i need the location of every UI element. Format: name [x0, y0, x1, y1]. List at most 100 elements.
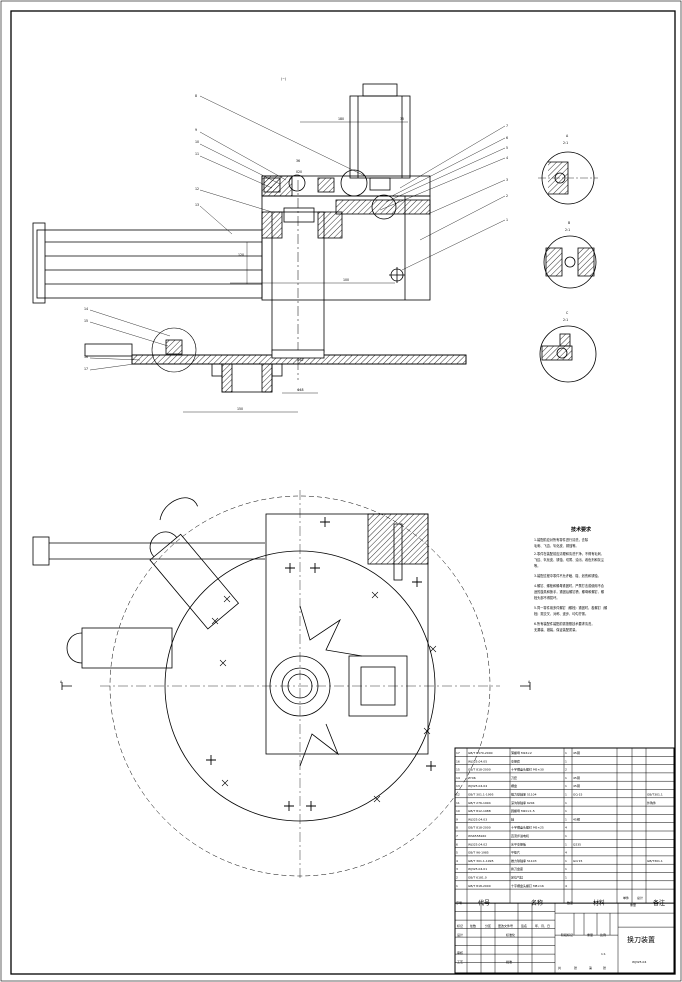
bom-cell: GB/T301.1	[647, 859, 663, 863]
inner-border	[10, 10, 676, 975]
bom-cell: WJ325.04.04	[468, 784, 487, 788]
bom-cell: 1	[565, 759, 567, 763]
bom-cell: WJ325.04.02	[468, 842, 487, 846]
balloon-6: 6	[506, 136, 508, 140]
detail-c-scale: 2:1	[563, 318, 568, 322]
tb-zone: 分区	[485, 923, 491, 928]
bom-cell: ZY06	[468, 776, 476, 780]
gripper-1	[149, 531, 240, 630]
tb-mass: 重量	[587, 932, 593, 937]
balloon-8: 8	[195, 94, 197, 98]
bom-cell: GB/T 301.1-1995	[468, 859, 494, 863]
section-arrow-left: A	[60, 680, 63, 684]
tb-stage-mark: 阶段标记	[561, 932, 573, 937]
tech-req-line: 毛刺、飞边、氧化皮、锈蚀等。	[534, 543, 579, 548]
detail-b-label: B	[568, 221, 570, 225]
bom-cell: 薄螺母 M16×2	[511, 750, 532, 755]
bom-header-unit: 单件	[623, 895, 629, 900]
bom-cell: 1	[565, 876, 567, 880]
bom-cell: 圆螺母 M20×1.5	[511, 808, 535, 813]
bom-header-weight: 重量	[630, 902, 636, 907]
detail-a	[538, 151, 598, 205]
bom-cell: 支撑套	[511, 758, 520, 763]
balloon-9: 9	[195, 128, 197, 132]
bom-cell: 12	[456, 793, 460, 797]
bom-cell: 2	[565, 768, 567, 772]
bom-cell: 推力球轴承 51103	[511, 858, 537, 863]
balloon-13: 13	[195, 203, 199, 207]
bom-cell: 水平支撑板	[511, 841, 526, 846]
tech-req-line: 飞边、氧化皮、锈蚀、切屑、油污、着色剂和灰尘	[534, 557, 605, 562]
bom-cell: 1	[565, 867, 567, 871]
bom-header-qty: 数量	[567, 900, 573, 905]
bom-cell: 15	[456, 768, 460, 772]
bom-cell: 平垫片	[511, 850, 520, 855]
bom-cell: WJ325.04.05	[468, 759, 487, 763]
tb-drawing-no: WJ325.04	[632, 960, 646, 964]
bom-cell: 4	[565, 851, 567, 855]
tb-scale: 比例	[600, 932, 606, 937]
tb-scale-value: 1:1	[601, 952, 606, 956]
dim-120: 120	[238, 253, 244, 257]
bom-cell: 10	[456, 809, 460, 813]
balloon-15: 15	[84, 319, 88, 323]
balloon-14: 14	[84, 307, 88, 311]
tb-standardize: 标准化	[506, 932, 515, 937]
bom-cell: 45钢	[573, 783, 580, 788]
bom-cell: GB/T 6170-2000	[468, 751, 493, 755]
bom-cell: WS6558160	[468, 834, 486, 838]
tech-req-title: 技术要求	[571, 526, 592, 533]
bom-cell: GCr15	[573, 793, 583, 797]
bom-cell: GB/T 6181.0	[468, 876, 487, 880]
bom-header-remarks: 备注	[653, 899, 665, 907]
bom-cell: 深沟球轴承 6204	[511, 800, 535, 805]
bom-cell: 1	[565, 801, 567, 805]
detail-b-scale: 2:1	[565, 228, 570, 232]
tb-sheet-unit: 张	[603, 965, 606, 970]
bom-cell: 槽盘	[511, 783, 517, 788]
tech-req-line: 5.同一零件用多件螺钉（螺栓）紧固时，各螺钉（螺	[534, 605, 608, 610]
dim-phi62: Φ62	[297, 358, 304, 362]
bom-cell: 轴	[511, 816, 514, 821]
balloon-4: 4	[506, 156, 508, 160]
bom-cell: 2	[456, 876, 458, 880]
dim-36: 36	[296, 159, 300, 163]
dim-20: 020	[296, 170, 302, 174]
tech-req-line: 1.装配前应对所有零件进行清洗，去除	[534, 537, 589, 542]
bom-cell: 1	[565, 809, 567, 813]
tb-review: 审核	[457, 950, 463, 955]
bom-table	[454, 747, 675, 974]
tb-mark: 标记	[457, 923, 463, 928]
bom-cell: 1	[565, 776, 567, 780]
detail-a-label: A	[566, 134, 569, 138]
bom-cell: 17	[456, 751, 460, 755]
motor-flange	[348, 655, 408, 717]
section-arrow-right: A	[528, 680, 531, 684]
bom-cell: GB/T 818-2000	[468, 826, 491, 830]
bom-cell: 1	[565, 751, 567, 755]
detail-c	[539, 325, 597, 383]
bom-cell: 8	[456, 826, 458, 830]
bom-cell: 1	[565, 784, 567, 788]
tb-sheet: 张	[574, 965, 577, 970]
bom-cell: Q235	[573, 842, 581, 846]
tech-req-line: 2.零件在装配前应清理和清洗干净，不得有毛刺、	[534, 551, 604, 556]
bom-cell: 十字槽盘头螺钉 M5×25	[511, 825, 544, 830]
bom-cell: 直流步进电机	[511, 833, 529, 838]
balloon-17: 17	[84, 367, 88, 371]
gripper-2	[66, 627, 173, 669]
tb-design: 设计	[457, 932, 463, 937]
base-plate	[265, 513, 429, 755]
tech-req-line: 无漏装、错装，保证装配质量。	[534, 627, 579, 632]
bom-cell: 刀套	[511, 775, 517, 780]
bom-cell: 6	[456, 842, 458, 846]
section-view	[32, 83, 506, 413]
tb-change-doc: 更改文件号	[498, 923, 513, 928]
positioning-cylinder	[36, 229, 263, 299]
bom-cell: 3	[456, 867, 458, 871]
bom-cell: WJ325.04.03	[468, 817, 487, 821]
tb-sheet-total: 共	[558, 965, 561, 970]
bom-cell: 外购件	[647, 800, 656, 805]
balloon-5: 5	[506, 146, 508, 150]
